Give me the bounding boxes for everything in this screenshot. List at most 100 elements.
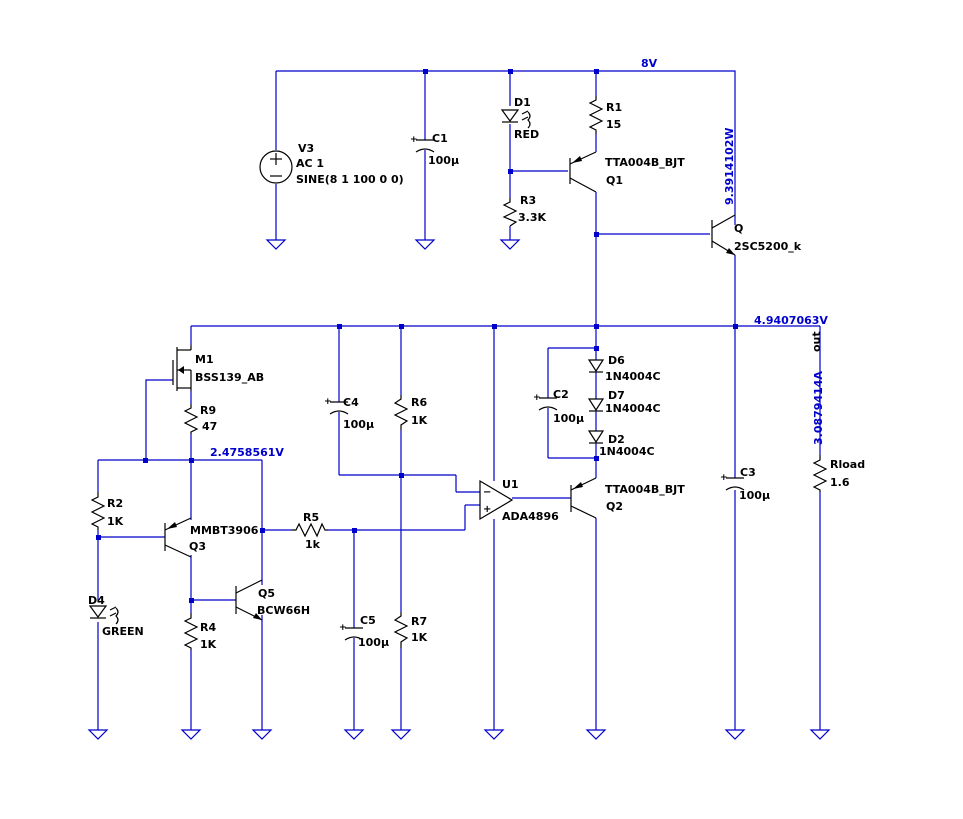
svg-text:+: + <box>339 623 347 633</box>
resistor-icon <box>393 395 409 430</box>
r1-name: R1 <box>606 101 622 114</box>
out-voltage-label: 4.9407063V <box>754 314 828 327</box>
v3-line1: AC 1 <box>296 157 324 170</box>
c3-value: 100µ <box>739 489 770 502</box>
ground-icon <box>265 239 287 250</box>
grounds <box>87 239 831 740</box>
resistor-icon <box>183 404 199 434</box>
ground-icon <box>390 729 412 740</box>
component-labels: V3 AC 1 SINE(8 1 100 0 0) C1 100µ D1 RED… <box>88 96 865 651</box>
d2-value: 1N4004C <box>599 445 655 458</box>
supply-net-label: 8V <box>641 57 658 70</box>
ground-icon <box>180 729 202 740</box>
ground-icon <box>343 729 365 740</box>
symbols: + <box>88 96 828 650</box>
ground-icon <box>499 239 521 250</box>
capacitor-icon: + <box>720 473 745 491</box>
resistor-icon <box>292 522 328 538</box>
c1-value: 100µ <box>428 154 459 167</box>
d1-value: RED <box>514 128 539 141</box>
pnp-transistor-icon <box>570 477 597 519</box>
q1-name: Q1 <box>606 174 623 187</box>
r5-value: 1k <box>305 538 321 551</box>
r7-value: 1K <box>411 631 428 644</box>
r7-name: R7 <box>411 615 427 628</box>
out-net-label: out <box>810 331 823 352</box>
c2-name: C2 <box>553 388 569 401</box>
u1-value: ADA4896 <box>502 510 559 523</box>
capacitor-icon: + <box>410 135 435 153</box>
r3-name: R3 <box>520 194 536 207</box>
resistor-icon <box>502 198 518 227</box>
q-power-label: 9.3914102W <box>723 127 736 205</box>
resistor-icon <box>183 613 199 650</box>
svg-text:+: + <box>483 504 491 515</box>
r9-value: 47 <box>202 420 217 433</box>
d2-name: D2 <box>608 433 625 446</box>
q3-value: MMBT3906 <box>190 524 259 537</box>
q3-name: Q3 <box>189 540 206 553</box>
junctions <box>96 69 738 603</box>
c4-name: C4 <box>343 396 359 409</box>
svg-text:+: + <box>720 473 728 483</box>
v3-line2: SINE(8 1 100 0 0) <box>296 173 404 186</box>
r4-value: 1K <box>200 638 217 651</box>
ground-icon <box>414 239 436 250</box>
resistor-icon <box>588 96 604 134</box>
m1-value: BSS139_AB <box>195 371 264 384</box>
u1-name: U1 <box>502 478 519 491</box>
pnp-transistor-icon <box>569 151 597 193</box>
d6-name: D6 <box>608 354 625 367</box>
svg-text:+: + <box>324 397 332 407</box>
resistor-icon <box>812 455 828 492</box>
ground-icon <box>585 729 607 740</box>
q1-value: TTA004B_BJT <box>605 156 685 169</box>
ground-icon <box>483 729 505 740</box>
d6-value: 1N4004C <box>605 370 661 383</box>
d4-name: D4 <box>88 594 105 607</box>
c3-name: C3 <box>740 466 756 479</box>
capacitor-icon: + <box>533 393 558 411</box>
m1-name: M1 <box>195 353 214 366</box>
q5-name: Q5 <box>258 587 275 600</box>
c5-value: 100µ <box>358 636 389 649</box>
c4-value: 100µ <box>343 418 374 431</box>
r9-name: R9 <box>200 404 216 417</box>
v3-name: V3 <box>298 142 314 155</box>
d4-value: GREEN <box>102 625 144 638</box>
opamp-icon: − + <box>479 479 514 521</box>
q2-value: TTA004B_BJT <box>605 483 685 496</box>
r4-name: R4 <box>200 621 216 634</box>
r6-name: R6 <box>411 396 427 409</box>
led-icon <box>500 109 531 129</box>
rload-value: 1.6 <box>830 476 850 489</box>
supply-rail-wire <box>276 70 736 225</box>
rload-name: Rload <box>830 458 865 471</box>
svg-text:+: + <box>533 393 541 403</box>
resistor-icon <box>393 612 409 648</box>
r6-value: 1K <box>411 414 428 427</box>
d7-value: 1N4004C <box>605 402 661 415</box>
svg-text:−: − <box>483 487 491 498</box>
ground-icon <box>251 729 273 740</box>
diode-icon <box>587 359 605 373</box>
c5-name: C5 <box>360 614 376 627</box>
ground-icon <box>724 729 746 740</box>
led-icon <box>88 605 119 625</box>
c1-name: C1 <box>432 132 448 145</box>
svg-text:+: + <box>410 135 418 145</box>
q5-value: BCW66H <box>257 604 310 617</box>
load-current-label: 3.0879414A <box>812 371 825 445</box>
voltage-source-icon <box>259 150 293 184</box>
capacitor-icon: + <box>324 397 349 415</box>
r3-value: 3.3K <box>518 211 546 224</box>
resistor-icon <box>90 492 106 530</box>
d1-name: D1 <box>514 96 531 109</box>
q2-name: Q2 <box>606 500 623 513</box>
mosfet-icon <box>172 345 192 391</box>
q-name: Q <box>734 222 743 235</box>
capacitor-icon: + <box>339 623 364 641</box>
c2-value: 100µ <box>553 412 584 425</box>
ref-voltage-label: 2.4758561V <box>210 446 284 459</box>
